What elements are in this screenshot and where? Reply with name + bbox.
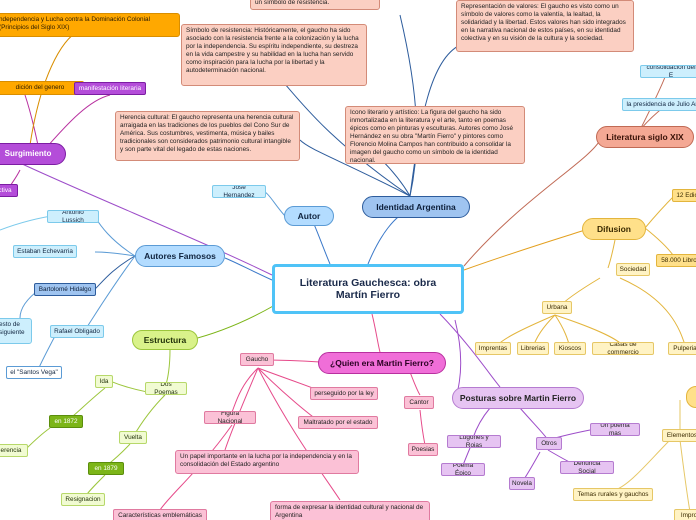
topic-jose-hernandez[interactable]: José Hernandez [212,185,266,198]
topic-lugar-3[interactable]: Kioscos [554,342,586,355]
topic-ediciones[interactable]: 12 Edic [672,189,696,202]
topic-poema-epico[interactable]: Poema Épico [441,463,485,476]
topic-perseguido[interactable]: perseguido por la ley [310,387,378,400]
topic-gaucho[interactable]: Gaucho [240,353,274,366]
topic-santos-vega[interactable]: el "Santos Vega" [6,366,62,379]
topic-sociedad[interactable]: Sociedad [616,263,650,276]
topic-libros[interactable]: 58.000 Libro [656,254,696,267]
topic-consolidacion[interactable]: consolidación del E [640,65,696,78]
topic-lugar-2[interactable]: Librerias [517,342,549,355]
topic-autor-3[interactable]: Bartolomé Hidalgo [34,283,96,296]
topic-denuncia-social[interactable]: Denuncia Social [560,461,614,474]
topic-novela[interactable]: Novela [509,477,535,490]
topic-forma-expresar[interactable]: forma de expresar la identidad cultural … [270,501,430,520]
topic-autor-2[interactable]: Estaban Echevarria [13,245,77,258]
topic-resignacion[interactable]: Resignacion [61,493,105,506]
topic-autor[interactable]: Autor [284,206,334,226]
topic-tradicion-genero[interactable]: dición del genero [0,81,84,95]
topic-papel-independencia[interactable]: Un papel importante en la lucha por la i… [175,450,359,474]
topic-vuelta-year[interactable]: en 1879 [88,462,124,475]
topic-poesias[interactable]: Poesias [408,443,438,456]
topic-caracteristicas[interactable]: Características emblemáticas [113,509,207,520]
topic-maltratado[interactable]: Maltratado por el estado [298,416,378,429]
topic-autores-famosos[interactable]: Autores Famosos [135,245,225,267]
topic-identidad-argentina[interactable]: Identidad Argentina [362,196,470,218]
central-topic[interactable]: Literatura Gauchesca: obra Martín Fierro [272,264,464,314]
topic-independencia[interactable]: ndependencia y Lucha contra la Dominació… [0,13,180,37]
note-herencia-cultural[interactable]: Herencia cultural: El gaucho representa … [115,111,300,161]
topic-literatura-siglo-xix[interactable]: Literatura siglo XIX [596,126,694,148]
topic-temas-rurales[interactable]: Temas rurales y gauchos [573,488,653,501]
note-icono-literario[interactable]: Icono literario y artístico: La figura d… [345,106,525,164]
topic-posturas[interactable]: Posturas sobre Martin Fierro [452,387,584,409]
topic-presidencia[interactable]: la presidencia de Julio Ar [622,98,696,111]
topic-quien-era-martin-fierro[interactable]: ¿Quien era Martin Fierro? [318,352,446,374]
topic-estructura[interactable]: Estructura [132,330,198,350]
topic-otros[interactable]: Otros [536,437,562,450]
topic-fausto[interactable]: esto de siguiente [0,318,32,344]
topic-ida-year[interactable]: en 1872 [49,415,83,428]
topic-dos-poemas[interactable]: Dos Poemas [145,382,187,395]
topic-lugar-4[interactable]: Casas de commercio [592,342,654,355]
topic-urbana[interactable]: Urbana [542,301,572,314]
topic-difusion[interactable]: Difusion [582,218,646,240]
topic-manifestacion-literaria[interactable]: manifestación literaria [74,82,146,95]
topic-cantor[interactable]: Cantor [404,396,434,409]
topic-indiferencia[interactable]: erencia [0,444,28,457]
topic-autor-4[interactable]: Rafael Obligado [50,325,104,338]
topic-surgimiento-partial[interactable]: ctiva [0,184,18,197]
topic-elementos[interactable]: Elementos [662,429,696,442]
note-simbolo-resistencia[interactable]: Símbolo de resistencia: Históricamente, … [181,24,367,86]
topic-un-poema-mas[interactable]: Un poema mas [590,423,640,436]
topic-vuelta[interactable]: Vuelta [119,431,147,444]
note-resistencia-fragment[interactable]: un símbolo de resistencia. [250,0,380,10]
topic-figura-nacional[interactable]: Figura Nacional [204,411,256,424]
topic-lugar-1[interactable]: Imprentas [475,342,511,355]
note-representacion-valores[interactable]: Representación de valores: El gaucho es … [456,0,634,52]
topic-impro[interactable]: Impro [674,509,696,520]
topic-ida[interactable]: Ida [95,375,113,388]
topic-lugones-rojas[interactable]: Lugones y Rojas [447,435,501,448]
topic-autor-1[interactable]: Antonio Lussich [47,210,99,223]
topic-pulperias[interactable]: Pulperia [668,342,696,355]
topic-surgimiento[interactable]: Surgimiento [0,143,66,165]
